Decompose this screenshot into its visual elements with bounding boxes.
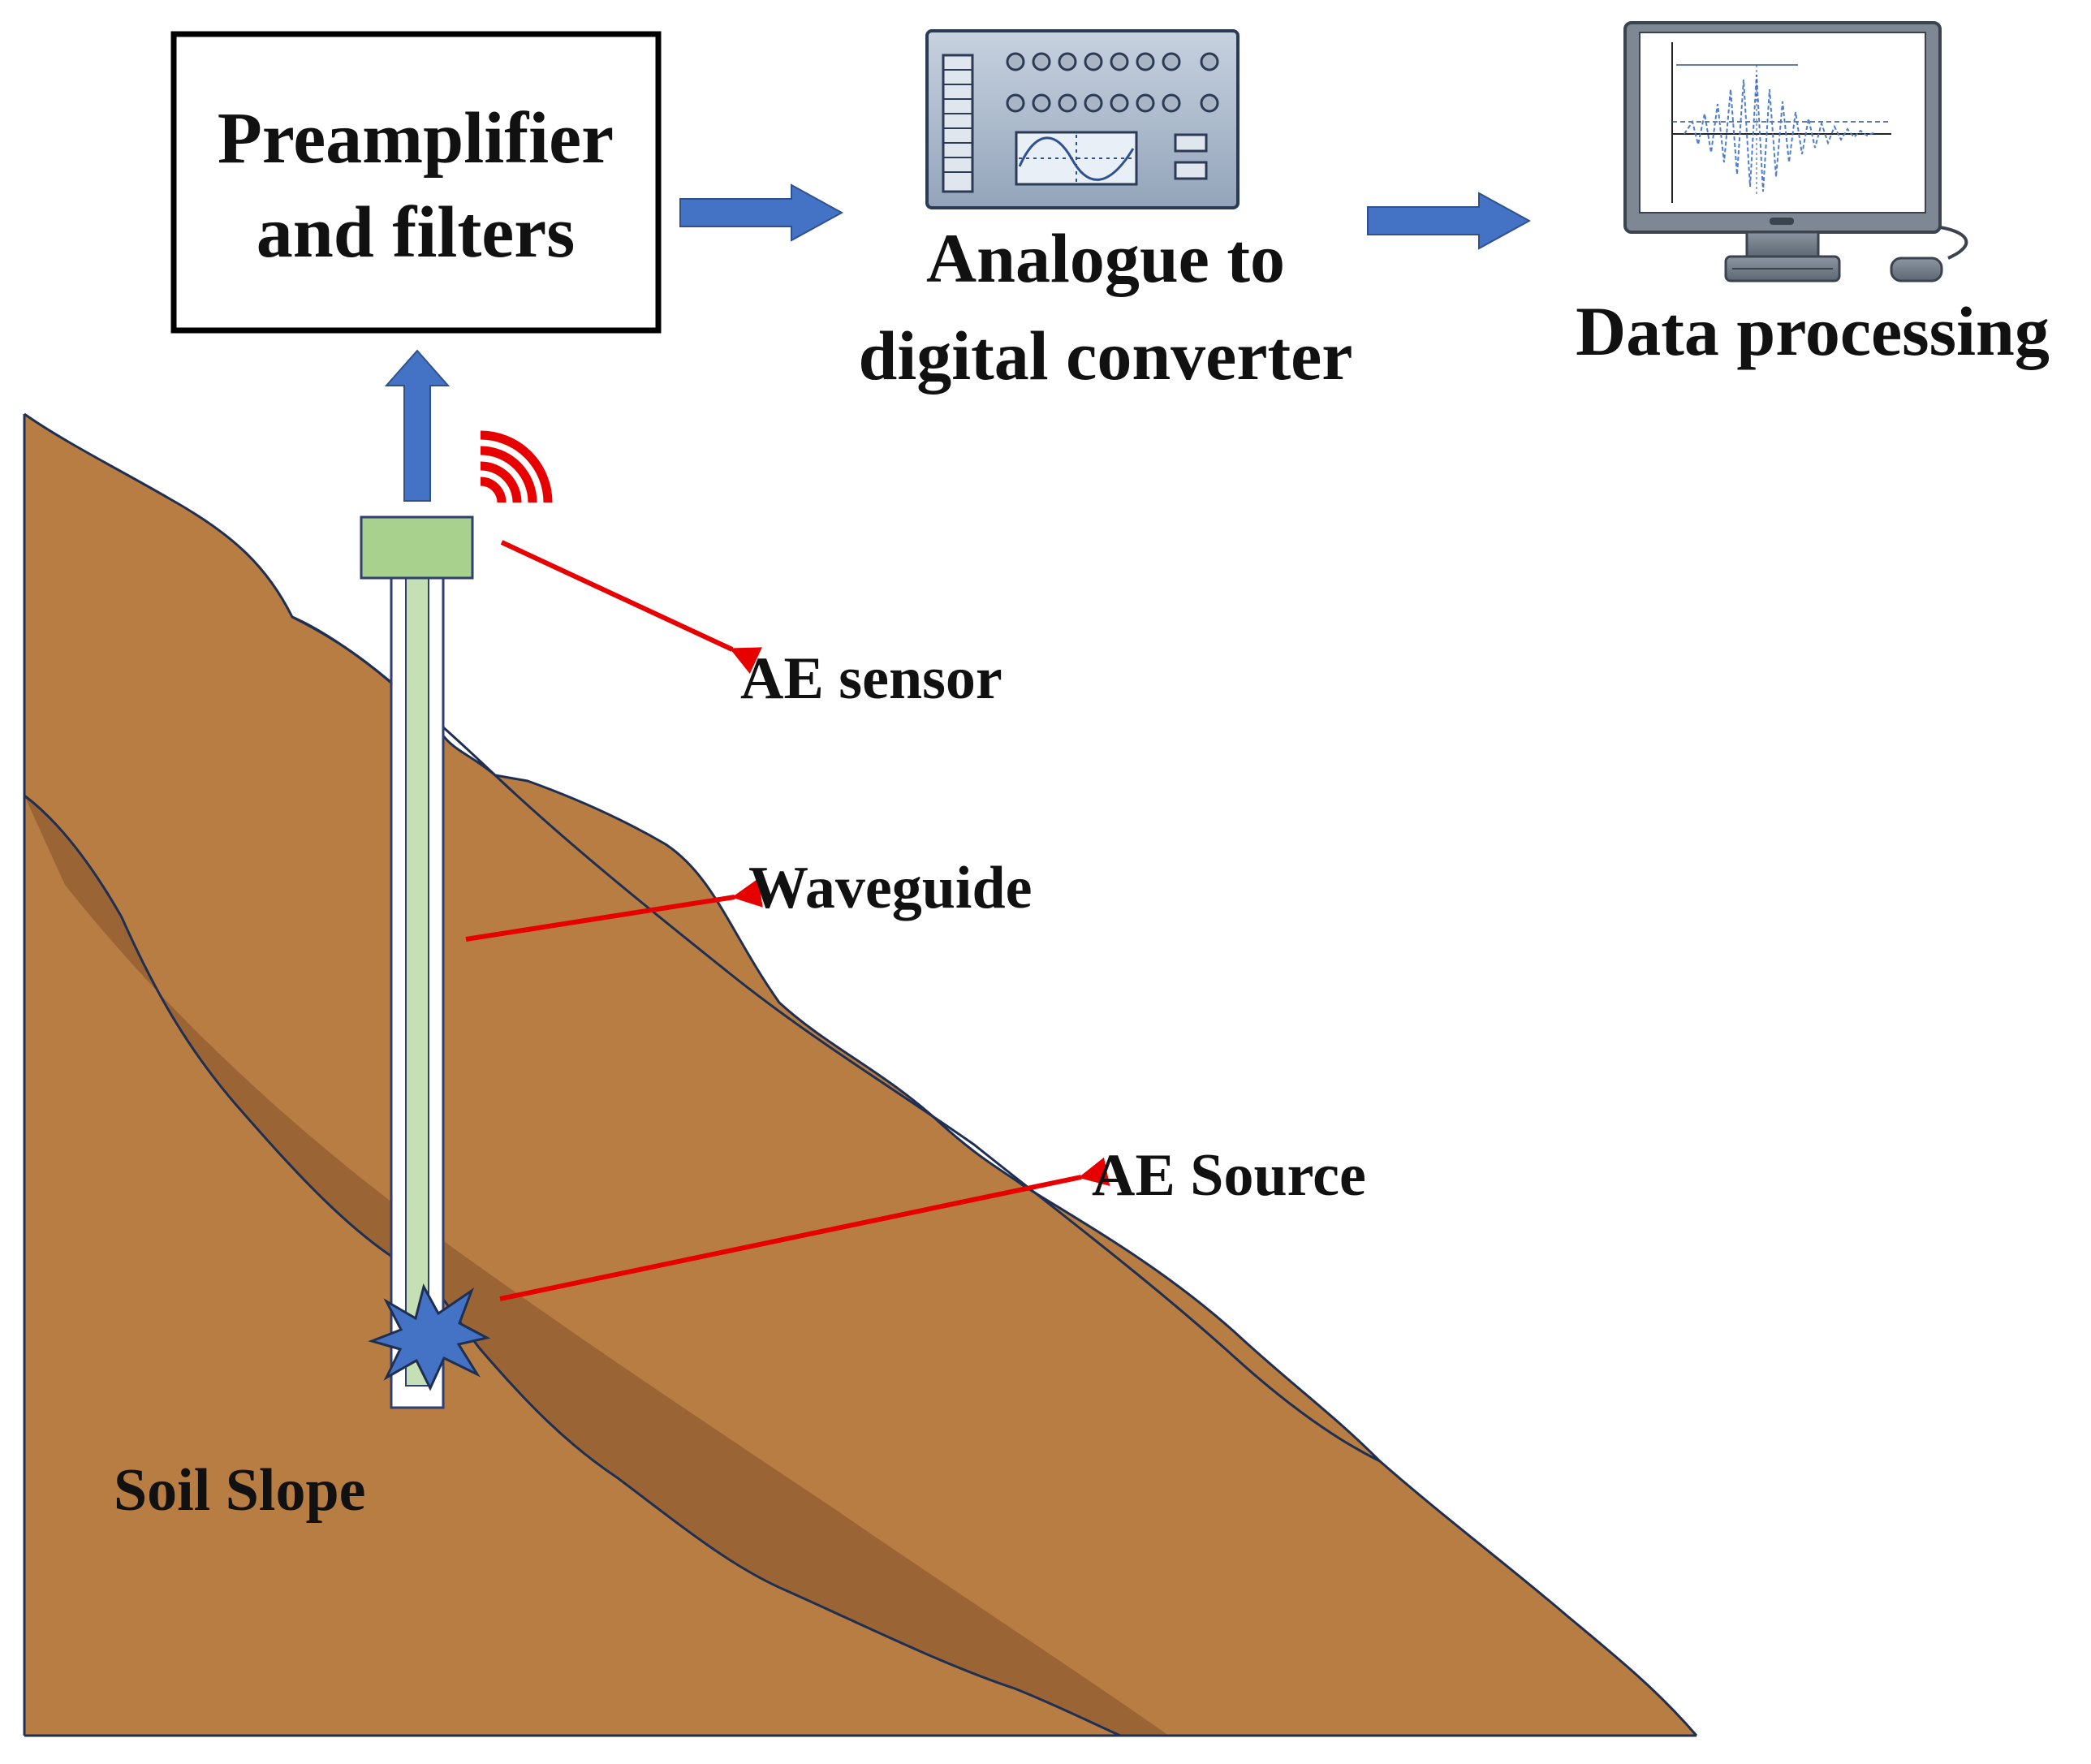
up-flow-arrow (384, 349, 451, 502)
preamp-box (170, 31, 662, 334)
adc-label-line2: digital converter (859, 317, 1353, 395)
wireless-signal-icon (480, 430, 553, 503)
ae-sensor-block (360, 515, 474, 580)
flow-arrow-to-adc (679, 183, 844, 242)
burst-icon (368, 1283, 491, 1391)
sensor-pointer-arrow (500, 540, 762, 674)
waveguide-pointer-arrow (465, 878, 763, 942)
analogue-to-digital-converter-icon (925, 29, 1240, 209)
preamp-label-line2: and filters (257, 192, 575, 273)
source-pointer-arrow (499, 1157, 1110, 1301)
pointer-arrows (465, 540, 1110, 1301)
adc-label-line1: Analogue to (926, 219, 1285, 297)
ae-sensor-label: AE sensor (740, 645, 1002, 712)
ae-source-label: AE Source (1092, 1142, 1366, 1209)
flow-arrow-to-computer (1367, 192, 1532, 250)
waveguide (390, 576, 445, 1409)
data-processing-label: Data processing (1576, 292, 2050, 370)
mouse-icon (1890, 226, 1968, 282)
preamp-label-line1: Preamplifier (218, 98, 614, 179)
waveguide-label: Waveguide (748, 855, 1032, 921)
soil-slope-label: Soil Slope (114, 1457, 366, 1524)
computer-monitor-icon (1623, 21, 1942, 282)
waveguide-rod (405, 577, 429, 1387)
soil-slope (23, 412, 1698, 1737)
